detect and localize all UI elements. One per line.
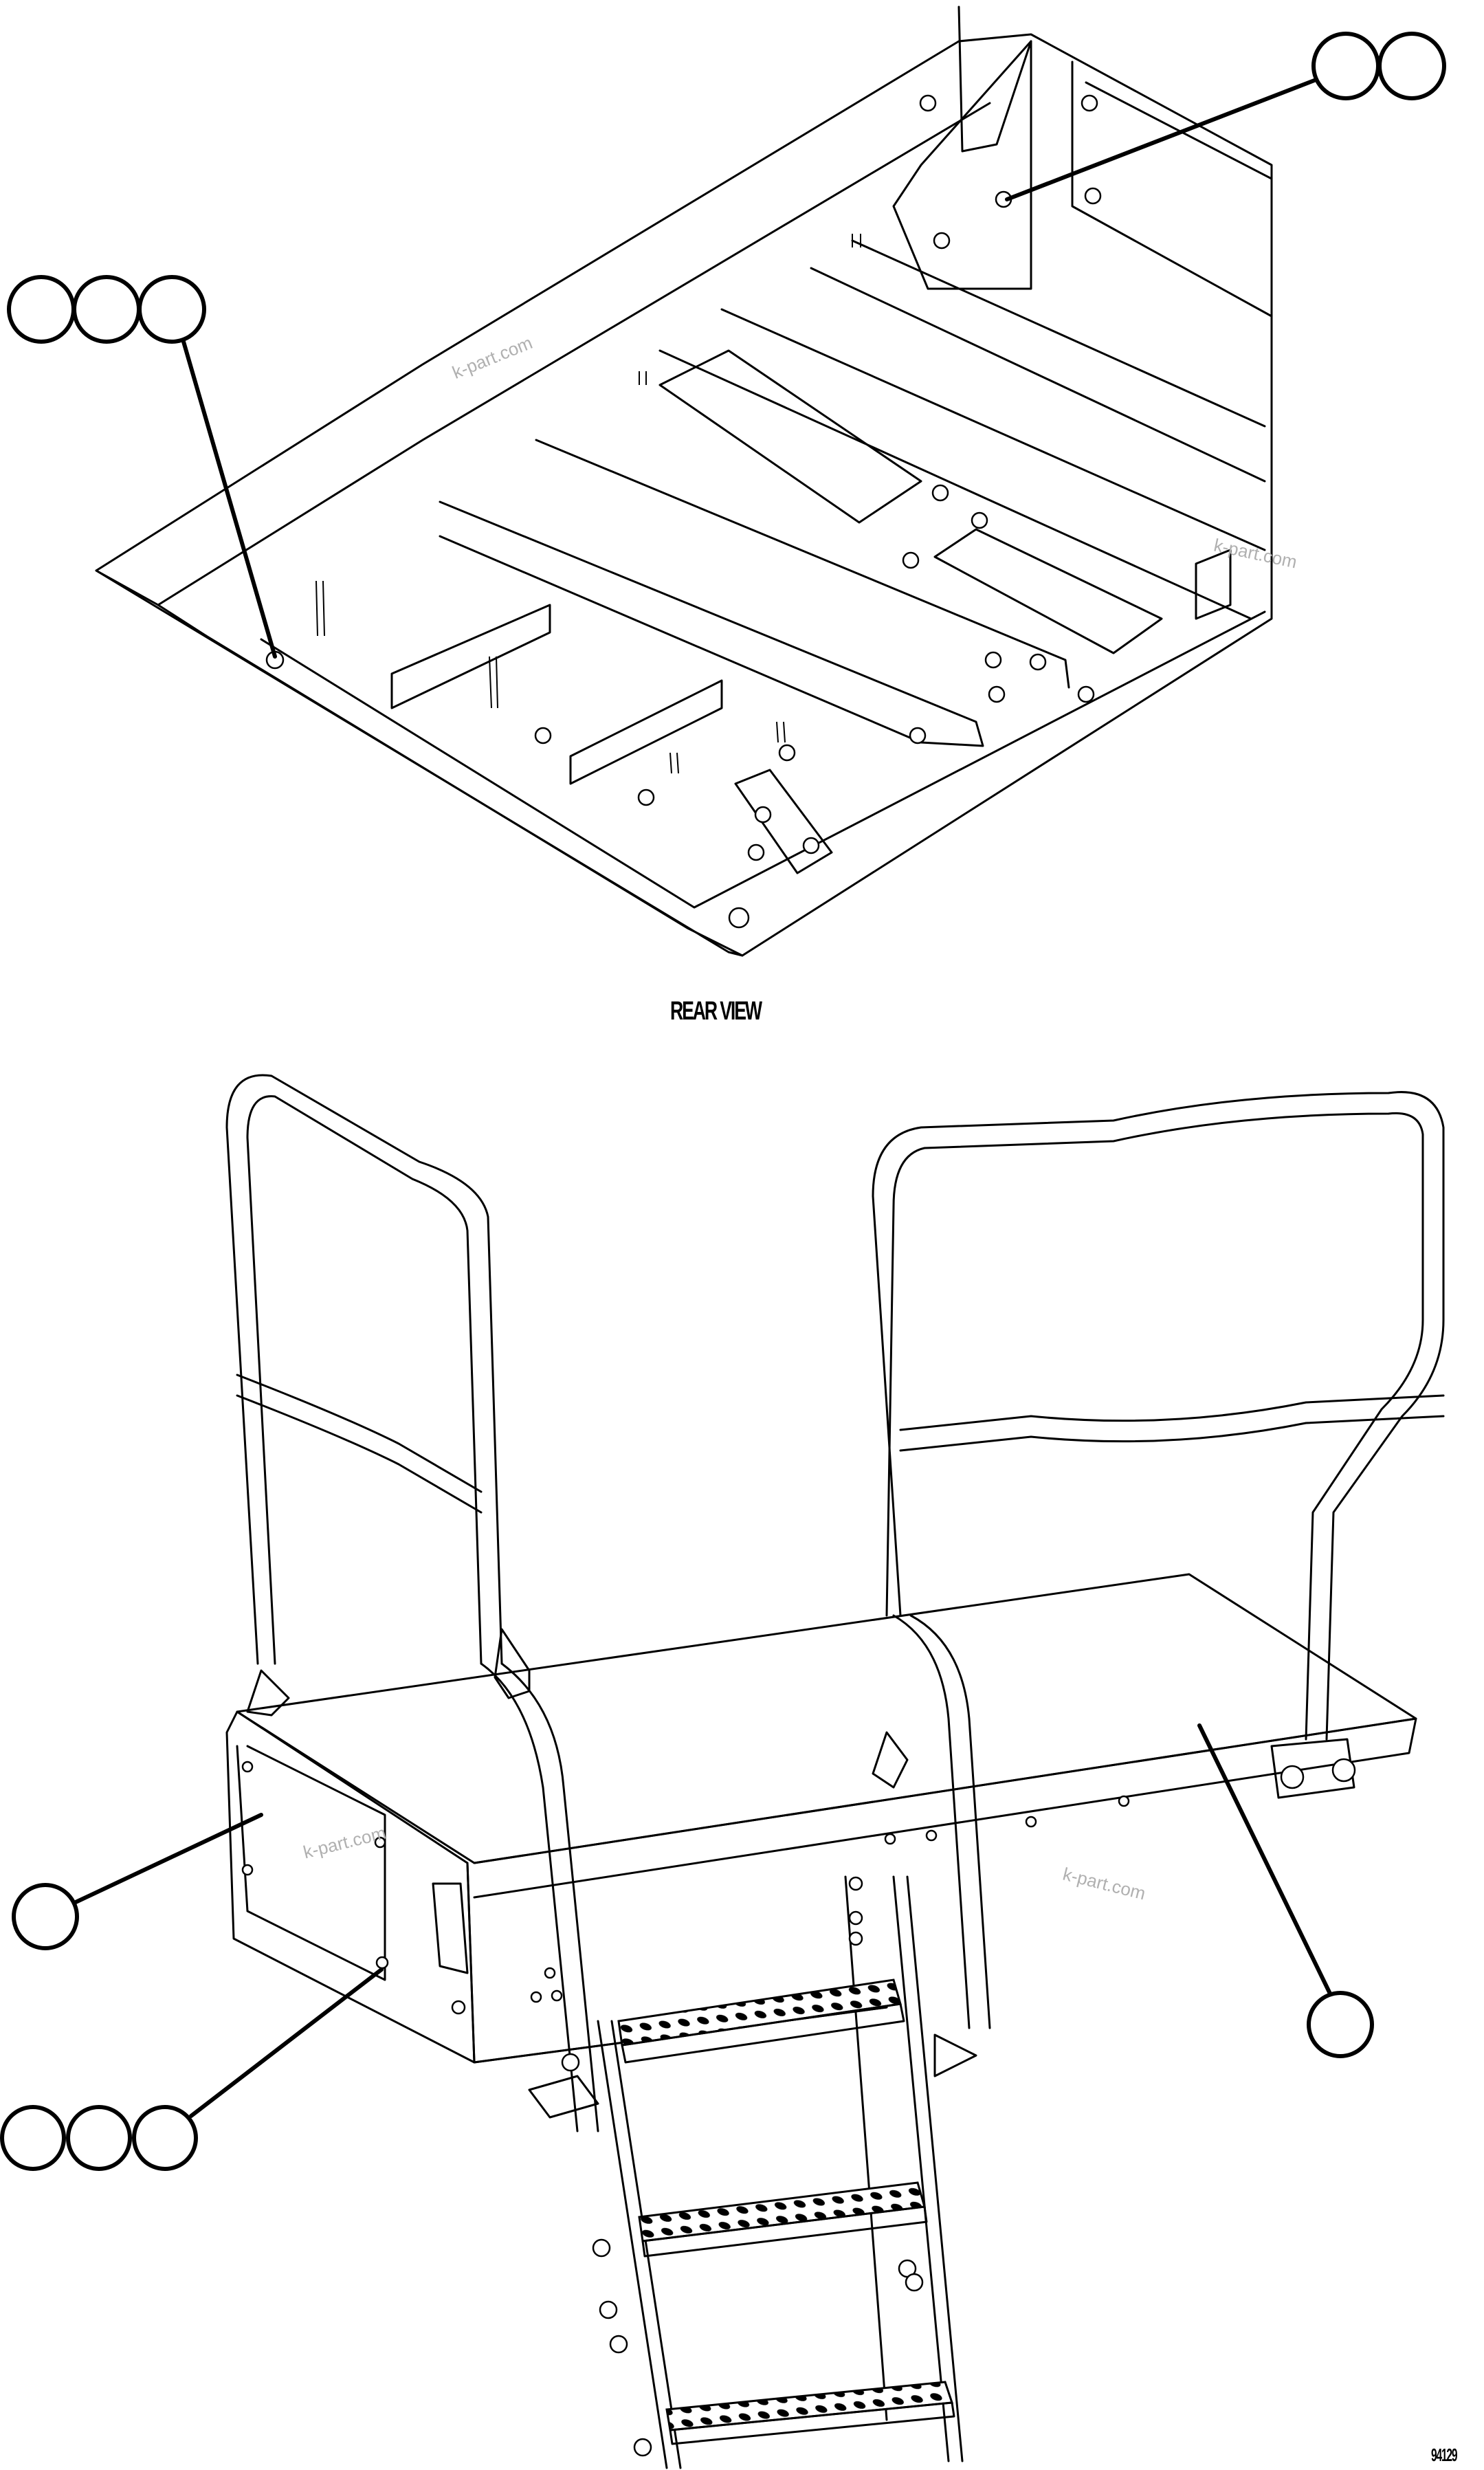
callouts	[0, 32, 1446, 2171]
callout-group-upper-right[interactable]	[1005, 32, 1446, 201]
left-handrail	[225, 1074, 599, 2132]
rear-platform-view	[225, 1074, 1445, 2469]
callout-group-lower-left-triple[interactable]	[0, 1967, 384, 2171]
floor-nuts	[265, 94, 1102, 929]
callout-group-lower-right[interactable]	[1197, 1723, 1374, 2058]
access-ladder	[528, 1875, 977, 2469]
upper-floor-view	[95, 5, 1273, 957]
floor-studs	[315, 234, 861, 774]
view-label: REAR VIEW	[670, 997, 762, 1026]
callout-group-lower-left-single[interactable]	[12, 1813, 263, 1950]
drawing-number: 94129	[1431, 2445, 1458, 2465]
callout-group-upper-left[interactable]	[7, 275, 277, 659]
right-handrail	[872, 1091, 1445, 2029]
